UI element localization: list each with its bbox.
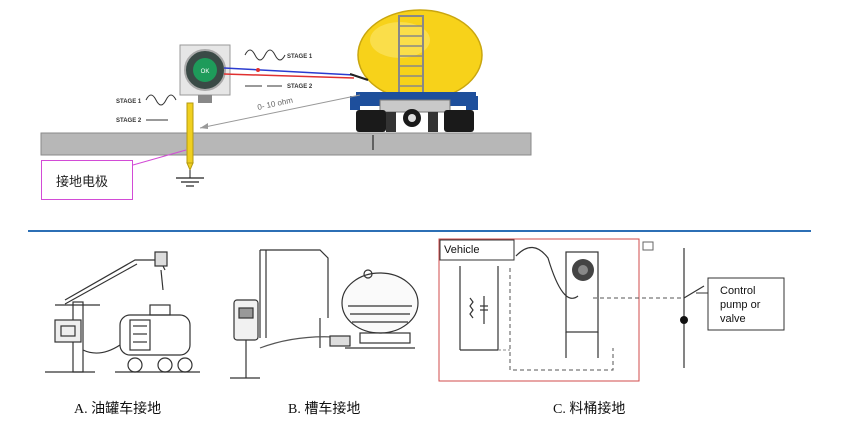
svg-text:Control: Control xyxy=(720,285,755,297)
svg-text:STAGE 2: STAGE 2 xyxy=(287,84,313,90)
resistance-arrow xyxy=(199,94,361,129)
section-divider xyxy=(28,230,811,232)
vehicle-frame xyxy=(438,238,640,382)
stage1-waveform-left xyxy=(145,94,177,106)
stage1-waveform-right xyxy=(244,49,286,61)
caption-a: A. 油罐车接地 xyxy=(74,402,162,417)
ground-electrode-label: 接地电极 xyxy=(56,173,109,189)
grounding-monitor: OK xyxy=(179,44,231,103)
caption-c: C. 料桶接地 xyxy=(553,402,626,417)
svg-text:STAGE 1: STAGE 1 xyxy=(287,54,313,60)
ground-slab xyxy=(40,132,532,156)
svg-text:pump or: pump or xyxy=(720,299,761,311)
panel-c-drum-schematic: Vehicle Control pump or valve xyxy=(438,238,785,382)
svg-text:STAGE 2: STAGE 2 xyxy=(116,118,142,124)
panel-b-railcar-sketch xyxy=(230,249,419,379)
caption-b: B. 槽车接地 xyxy=(288,402,361,417)
svg-text:Vehicle: Vehicle xyxy=(444,244,479,256)
truck-grounding-diagram: OK STAGE 1 STAGE 2 STAGE 1 STAGE 2 0- 10… xyxy=(40,9,532,187)
svg-text:OK: OK xyxy=(201,69,210,75)
control-box xyxy=(707,277,785,331)
panel-a-tanker-sketch xyxy=(45,251,200,373)
ground-electrode xyxy=(186,102,194,164)
ground-electrode-callout: 接地电极 xyxy=(41,160,133,200)
svg-text:valve: valve xyxy=(720,313,746,325)
tanker-truck xyxy=(350,9,483,132)
svg-text:STAGE 1: STAGE 1 xyxy=(116,99,142,105)
